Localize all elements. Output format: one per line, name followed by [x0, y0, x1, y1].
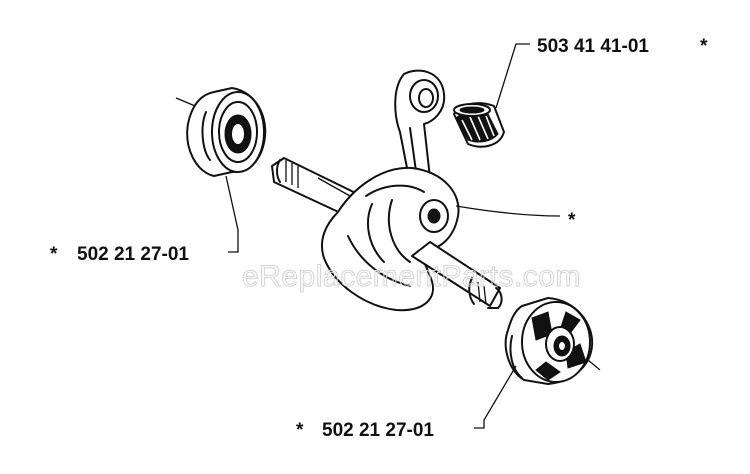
star-crankshaft: *	[568, 210, 576, 231]
part-number-bearing-upper: 502 21 27-01	[77, 244, 189, 265]
part-number-bearing-lower: 502 21 27-01	[322, 420, 434, 441]
label-bearing-upper: * 502 21 27-01	[50, 244, 189, 265]
star-bearing-lower: *	[296, 420, 304, 441]
label-needle-bearing: 503 41 41-01 *	[537, 36, 708, 57]
leader-lines	[225, 43, 561, 429]
star-needle-bearing: *	[700, 36, 708, 57]
watermark: eReplacementParts.com	[242, 260, 581, 293]
crankshaft-drawing	[271, 69, 503, 312]
needle-bearing-drawing	[453, 102, 505, 148]
label-bearing-lower: * 502 21 27-01	[296, 420, 434, 441]
label-crankshaft: *	[568, 210, 576, 231]
bearing-upper-drawing	[175, 87, 267, 177]
star-bearing-upper: *	[50, 244, 58, 265]
part-number-needle-bearing: 503 41 41-01	[537, 36, 649, 57]
bearing-lower-drawing	[504, 297, 601, 385]
